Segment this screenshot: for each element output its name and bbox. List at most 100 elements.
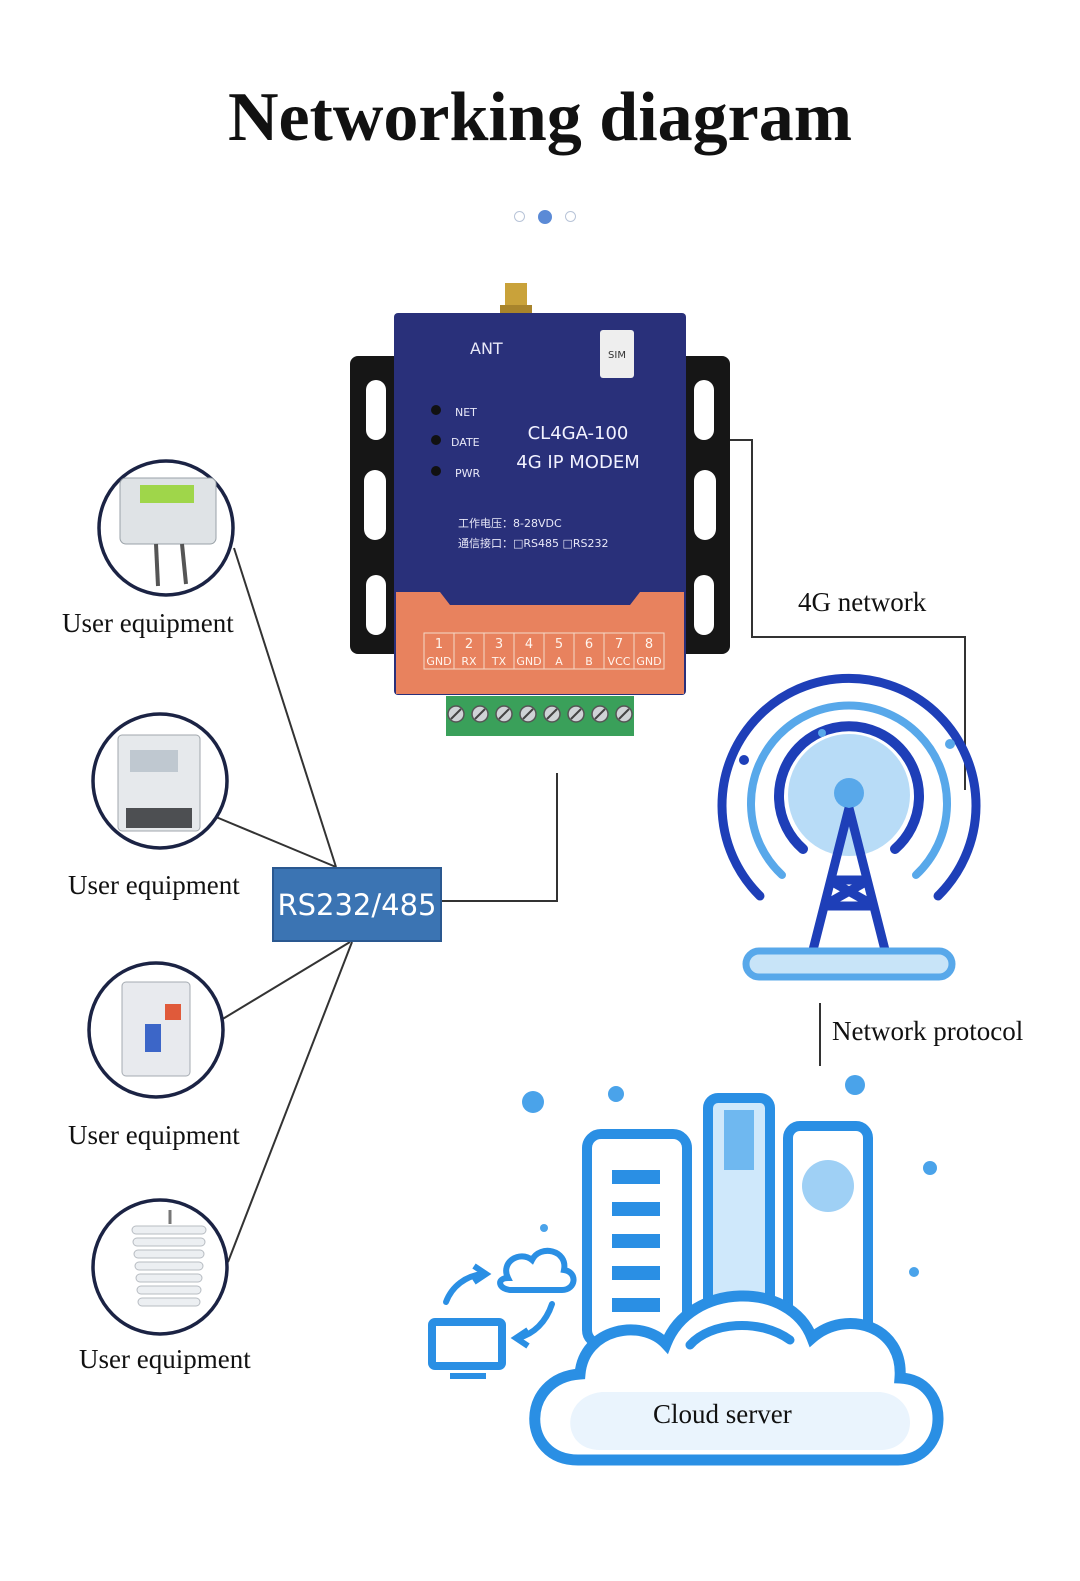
cloud-fill <box>570 1392 910 1450</box>
bracket-slot <box>694 380 714 440</box>
link-device-4 <box>227 941 353 1263</box>
sync-arrow-icon <box>443 1271 485 1305</box>
link-device-1 <box>233 547 337 868</box>
server-slot <box>612 1170 660 1184</box>
terminal-number: 5 <box>555 637 563 652</box>
terminal-number: 2 <box>465 637 473 652</box>
led-net <box>431 405 441 415</box>
device-4 <box>91 1198 229 1336</box>
sim-card-icon <box>600 330 634 378</box>
device-2 <box>91 712 229 850</box>
monitor-icon <box>428 1318 506 1370</box>
device-label-4: User equipment <box>79 1344 251 1374</box>
bracket-slot <box>364 470 386 540</box>
screw-slot <box>474 708 486 720</box>
terminal-label: GND <box>636 655 661 668</box>
protocol-label: Network protocol <box>832 1016 1024 1046</box>
screw-slot <box>546 708 558 720</box>
tower-antenna <box>834 778 864 808</box>
bracket-slot <box>366 575 386 635</box>
antenna-label: ANT <box>470 339 503 358</box>
led-power <box>431 466 441 476</box>
terminal-label: TX <box>491 655 507 668</box>
link-modem-tower <box>727 439 966 790</box>
led-label-data: DATE <box>451 436 480 449</box>
device-1 <box>97 459 235 597</box>
cloud-highlight <box>685 1320 795 1350</box>
device-label-2: User equipment <box>68 870 240 900</box>
link-device-3 <box>220 941 351 1021</box>
device-label-1: User equipment <box>62 608 234 638</box>
screw-slot <box>618 708 630 720</box>
signal-arc <box>717 673 981 901</box>
page-title: Networking diagram <box>227 79 853 156</box>
terminal-number: 8 <box>645 637 653 652</box>
tower-base <box>742 947 956 981</box>
link-device-2 <box>215 816 337 868</box>
sim-label: SIM <box>608 350 626 361</box>
carousel-dot-3[interactable] <box>565 211 576 222</box>
carousel-dot-2[interactable] <box>538 210 552 224</box>
network-label: 4G network <box>798 587 927 617</box>
signal-dot <box>818 729 826 737</box>
sensor-lcd <box>140 485 194 503</box>
screw-slot <box>450 708 462 720</box>
signal-dot <box>945 739 955 749</box>
decor-dot <box>540 1224 548 1232</box>
connector-lines <box>215 439 966 1263</box>
modem-device: SIM ANT NET DATE PWR CL4GA-100 4G IP MOD… <box>350 283 730 736</box>
sync-arrow-head <box>510 1327 530 1349</box>
screw-slot <box>498 708 510 720</box>
led-label-net: NET <box>455 406 477 419</box>
terminal-label: B <box>585 655 593 668</box>
signal-dot <box>739 755 749 765</box>
led-data <box>431 435 441 445</box>
sync-arrow-head <box>472 1263 492 1285</box>
signal-arc <box>774 721 924 854</box>
terminal-label: GND <box>516 655 541 668</box>
shield-fins <box>131 1225 207 1307</box>
terminal-number: 3 <box>495 637 503 652</box>
decor-dot <box>845 1075 865 1095</box>
server-slot <box>612 1298 660 1312</box>
decor-dot <box>608 1086 624 1102</box>
meter-terminals <box>126 808 192 828</box>
server-bars <box>612 1170 660 1312</box>
screw-slot <box>594 708 606 720</box>
shield-fin <box>133 1249 205 1259</box>
device-label-3: User equipment <box>68 1120 240 1150</box>
interface-label: RS232/485 <box>277 887 437 922</box>
server-slot <box>612 1202 660 1216</box>
server-panel <box>724 1110 754 1170</box>
bracket-slot <box>694 470 716 540</box>
signal-arc <box>747 701 951 879</box>
link-interface-modem <box>442 773 558 902</box>
decor-dot <box>909 1267 919 1277</box>
decor-dot <box>923 1161 937 1175</box>
carousel-dot-1[interactable] <box>514 211 525 222</box>
screw-slot <box>522 708 534 720</box>
modem-name: 4G IP MODEM <box>516 452 639 473</box>
cloud-server-label: Cloud server <box>653 1399 792 1429</box>
terminal-label: RX <box>461 655 477 668</box>
modem-body <box>394 313 686 695</box>
screw-slot <box>570 708 582 720</box>
shield-fin <box>134 1261 204 1271</box>
terminal-label: GND <box>426 655 451 668</box>
server-slot <box>612 1266 660 1280</box>
terminal-label: A <box>555 655 563 668</box>
interface-box: RS232/485 <box>272 867 442 942</box>
device-3 <box>87 961 225 1099</box>
modem-spec-interface: 通信接口：□RS485 □RS232 <box>458 537 609 550</box>
terminal-cell <box>633 632 665 670</box>
meter-display <box>130 750 178 772</box>
server-slot <box>612 1234 660 1248</box>
cell-tower-icon <box>717 673 981 981</box>
breaker-switch <box>145 1024 161 1052</box>
shield-fin <box>135 1273 203 1283</box>
small-cloud-icon <box>497 1248 577 1293</box>
bracket-slot <box>366 380 386 440</box>
modem-model: CL4GA-100 <box>528 423 629 444</box>
